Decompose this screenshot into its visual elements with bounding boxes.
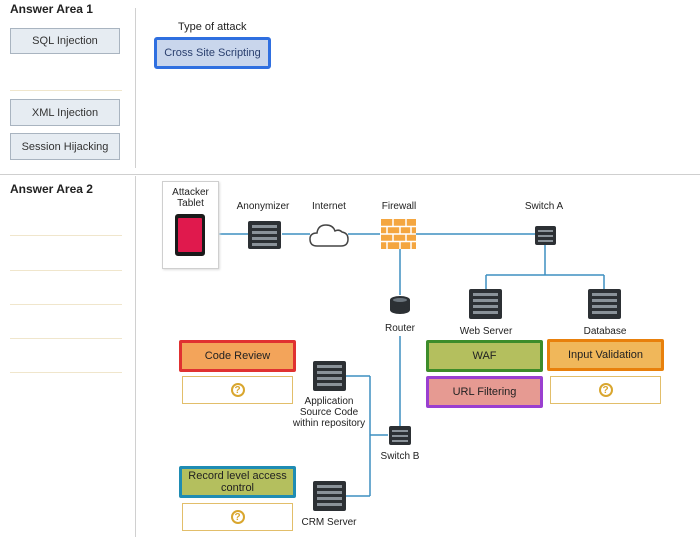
option-empty-slot — [10, 60, 122, 91]
type-of-attack-label: Type of attack — [178, 21, 247, 33]
answer-input-validation-label: Input Validation — [567, 349, 644, 361]
attacker-tablet-card: Attacker Tablet — [162, 181, 219, 269]
answer-option-slot — [10, 240, 122, 271]
answer-record-level-access[interactable]: Record level access control — [179, 466, 296, 498]
crm-server-label: CRM Server — [301, 517, 357, 528]
answer-url-filtering[interactable]: URL Filtering — [426, 376, 543, 408]
answer-option-slot — [10, 274, 122, 305]
attacker-tablet-label: Attacker Tablet — [172, 187, 209, 209]
area2-divider — [135, 176, 136, 537]
drop-target-crm[interactable]: ? — [182, 503, 293, 531]
internet-label: Internet — [312, 201, 346, 212]
crm-server-icon — [313, 481, 346, 511]
web-server-icon — [469, 289, 502, 319]
firewall-icon — [381, 219, 416, 249]
firewall-label: Firewall — [381, 201, 417, 212]
answer-option-slot — [10, 205, 122, 236]
switch-a-icon — [535, 226, 556, 245]
anonymizer-server-icon — [248, 221, 281, 249]
web-server-label: Web Server — [459, 326, 513, 337]
selected-attack-type[interactable]: Cross Site Scripting — [154, 37, 271, 69]
answer-option-slot — [10, 308, 122, 339]
switch-a-label: Switch A — [524, 201, 564, 212]
answer-area-2-title: Answer Area 2 — [10, 182, 93, 196]
area-separator — [0, 174, 700, 175]
selected-attack-label: Cross Site Scripting — [164, 47, 261, 59]
cloud-icon — [309, 224, 349, 247]
app-source-label: Application Source Code within repositor… — [292, 396, 366, 429]
tablet-icon — [175, 214, 205, 256]
answer-area-1-title: Answer Area 1 — [10, 2, 93, 16]
switch-b-label: Switch B — [380, 451, 420, 462]
database-label: Database — [583, 326, 627, 337]
drop-target-database[interactable]: ? — [550, 376, 661, 404]
drop-target-code-review[interactable]: ? — [182, 376, 293, 404]
option-session-hijacking[interactable]: Session Hijacking — [10, 133, 120, 160]
answer-url-filtering-label: URL Filtering — [452, 386, 517, 398]
answer-waf-label: WAF — [472, 350, 497, 362]
answer-record-level-label: Record level access control — [188, 470, 287, 494]
answer-option-slot — [10, 342, 122, 373]
switch-b-icon — [389, 426, 411, 445]
answer-waf[interactable]: WAF — [426, 340, 543, 372]
option-xml-injection[interactable]: XML Injection — [10, 99, 120, 126]
question-icon: ? — [230, 510, 245, 524]
option-sql-injection[interactable]: SQL Injection — [10, 28, 120, 54]
question-icon: ? — [598, 383, 613, 397]
answer-code-review-label: Code Review — [204, 350, 271, 362]
router-label: Router — [384, 323, 415, 334]
app-source-server-icon — [313, 361, 346, 391]
database-server-icon — [588, 289, 621, 319]
answer-code-review[interactable]: Code Review — [179, 340, 296, 372]
router-icon — [390, 296, 410, 314]
area1-divider — [135, 8, 136, 168]
question-icon: ? — [230, 383, 245, 397]
answer-input-validation[interactable]: Input Validation — [547, 339, 664, 371]
anonymizer-label: Anonymizer — [236, 201, 290, 212]
